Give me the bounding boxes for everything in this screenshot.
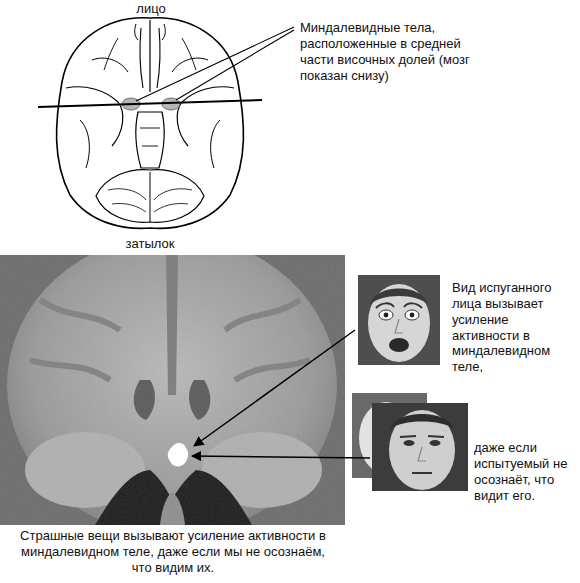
- neutral-face-photo: [404, 440, 415, 446]
- brain-outline: [177, 87, 234, 146]
- neutral-face-photo: [390, 414, 454, 429]
- fearful-face-photo: [358, 275, 440, 365]
- leader-line: [176, 30, 294, 100]
- pointer-arrow: [192, 330, 370, 458]
- brain-outline: [57, 18, 244, 229]
- brain-outline: [57, 18, 244, 229]
- callout-text: Вид испуганного лица вызывает усиление а…: [452, 280, 576, 375]
- leader-line: [136, 27, 294, 101]
- brain-outline: [66, 87, 123, 146]
- fearful-face-photo: [358, 275, 440, 365]
- callout-text: Миндалевидные тела, расположенные в сред…: [300, 20, 478, 83]
- activation-spot: [168, 443, 188, 466]
- fearful-face-photo: [379, 310, 393, 320]
- mri-scan: [0, 255, 345, 525]
- brain-outline: [96, 170, 204, 223]
- fearful-face-photo: [410, 313, 415, 318]
- direction-label: затылок: [118, 236, 182, 252]
- brain-outline: [140, 28, 143, 88]
- fearful-face-photo: [389, 338, 409, 352]
- brain-outline: [104, 38, 196, 70]
- pointer-arrow: [194, 330, 355, 446]
- fearful-face-photo: [384, 313, 389, 318]
- brain-outline: [136, 112, 164, 168]
- fearful-face-photo: [405, 310, 419, 320]
- fearful-face-photo: [395, 319, 403, 333]
- figure-caption: Страшные вещи вызывают усиление активнос…: [18, 528, 328, 576]
- brain-outline: [135, 24, 166, 40]
- fearful-face-photo: [368, 284, 430, 362]
- neutral-face-photo: [430, 440, 441, 446]
- direction-label: лицо: [128, 1, 174, 17]
- callout-text: даже если испытуемый не осознаёт, что ви…: [474, 440, 576, 503]
- neutral-face-photo: [418, 447, 426, 461]
- neutral-face-photo: [412, 472, 432, 474]
- leader-line: [136, 27, 294, 101]
- neutral-face-photo: [389, 410, 455, 490]
- brain-outline: [149, 20, 150, 92]
- neutral-face-photo: [400, 436, 444, 437]
- section-line: [38, 100, 262, 107]
- pointer-arrow: [192, 456, 370, 458]
- fearful-face-photo: [376, 303, 422, 308]
- mri-scan: [0, 255, 345, 525]
- brain-outline: [150, 172, 151, 222]
- brain-outline: [140, 128, 160, 146]
- brain-outline: [108, 189, 192, 212]
- brain-outline: [157, 28, 160, 88]
- brain-outline: [92, 58, 208, 72]
- mri-scan: [0, 255, 345, 525]
- neutral-face-photo: [372, 403, 468, 491]
- fearful-face-photo: [370, 289, 428, 306]
- neutral-face-photo: [372, 403, 468, 491]
